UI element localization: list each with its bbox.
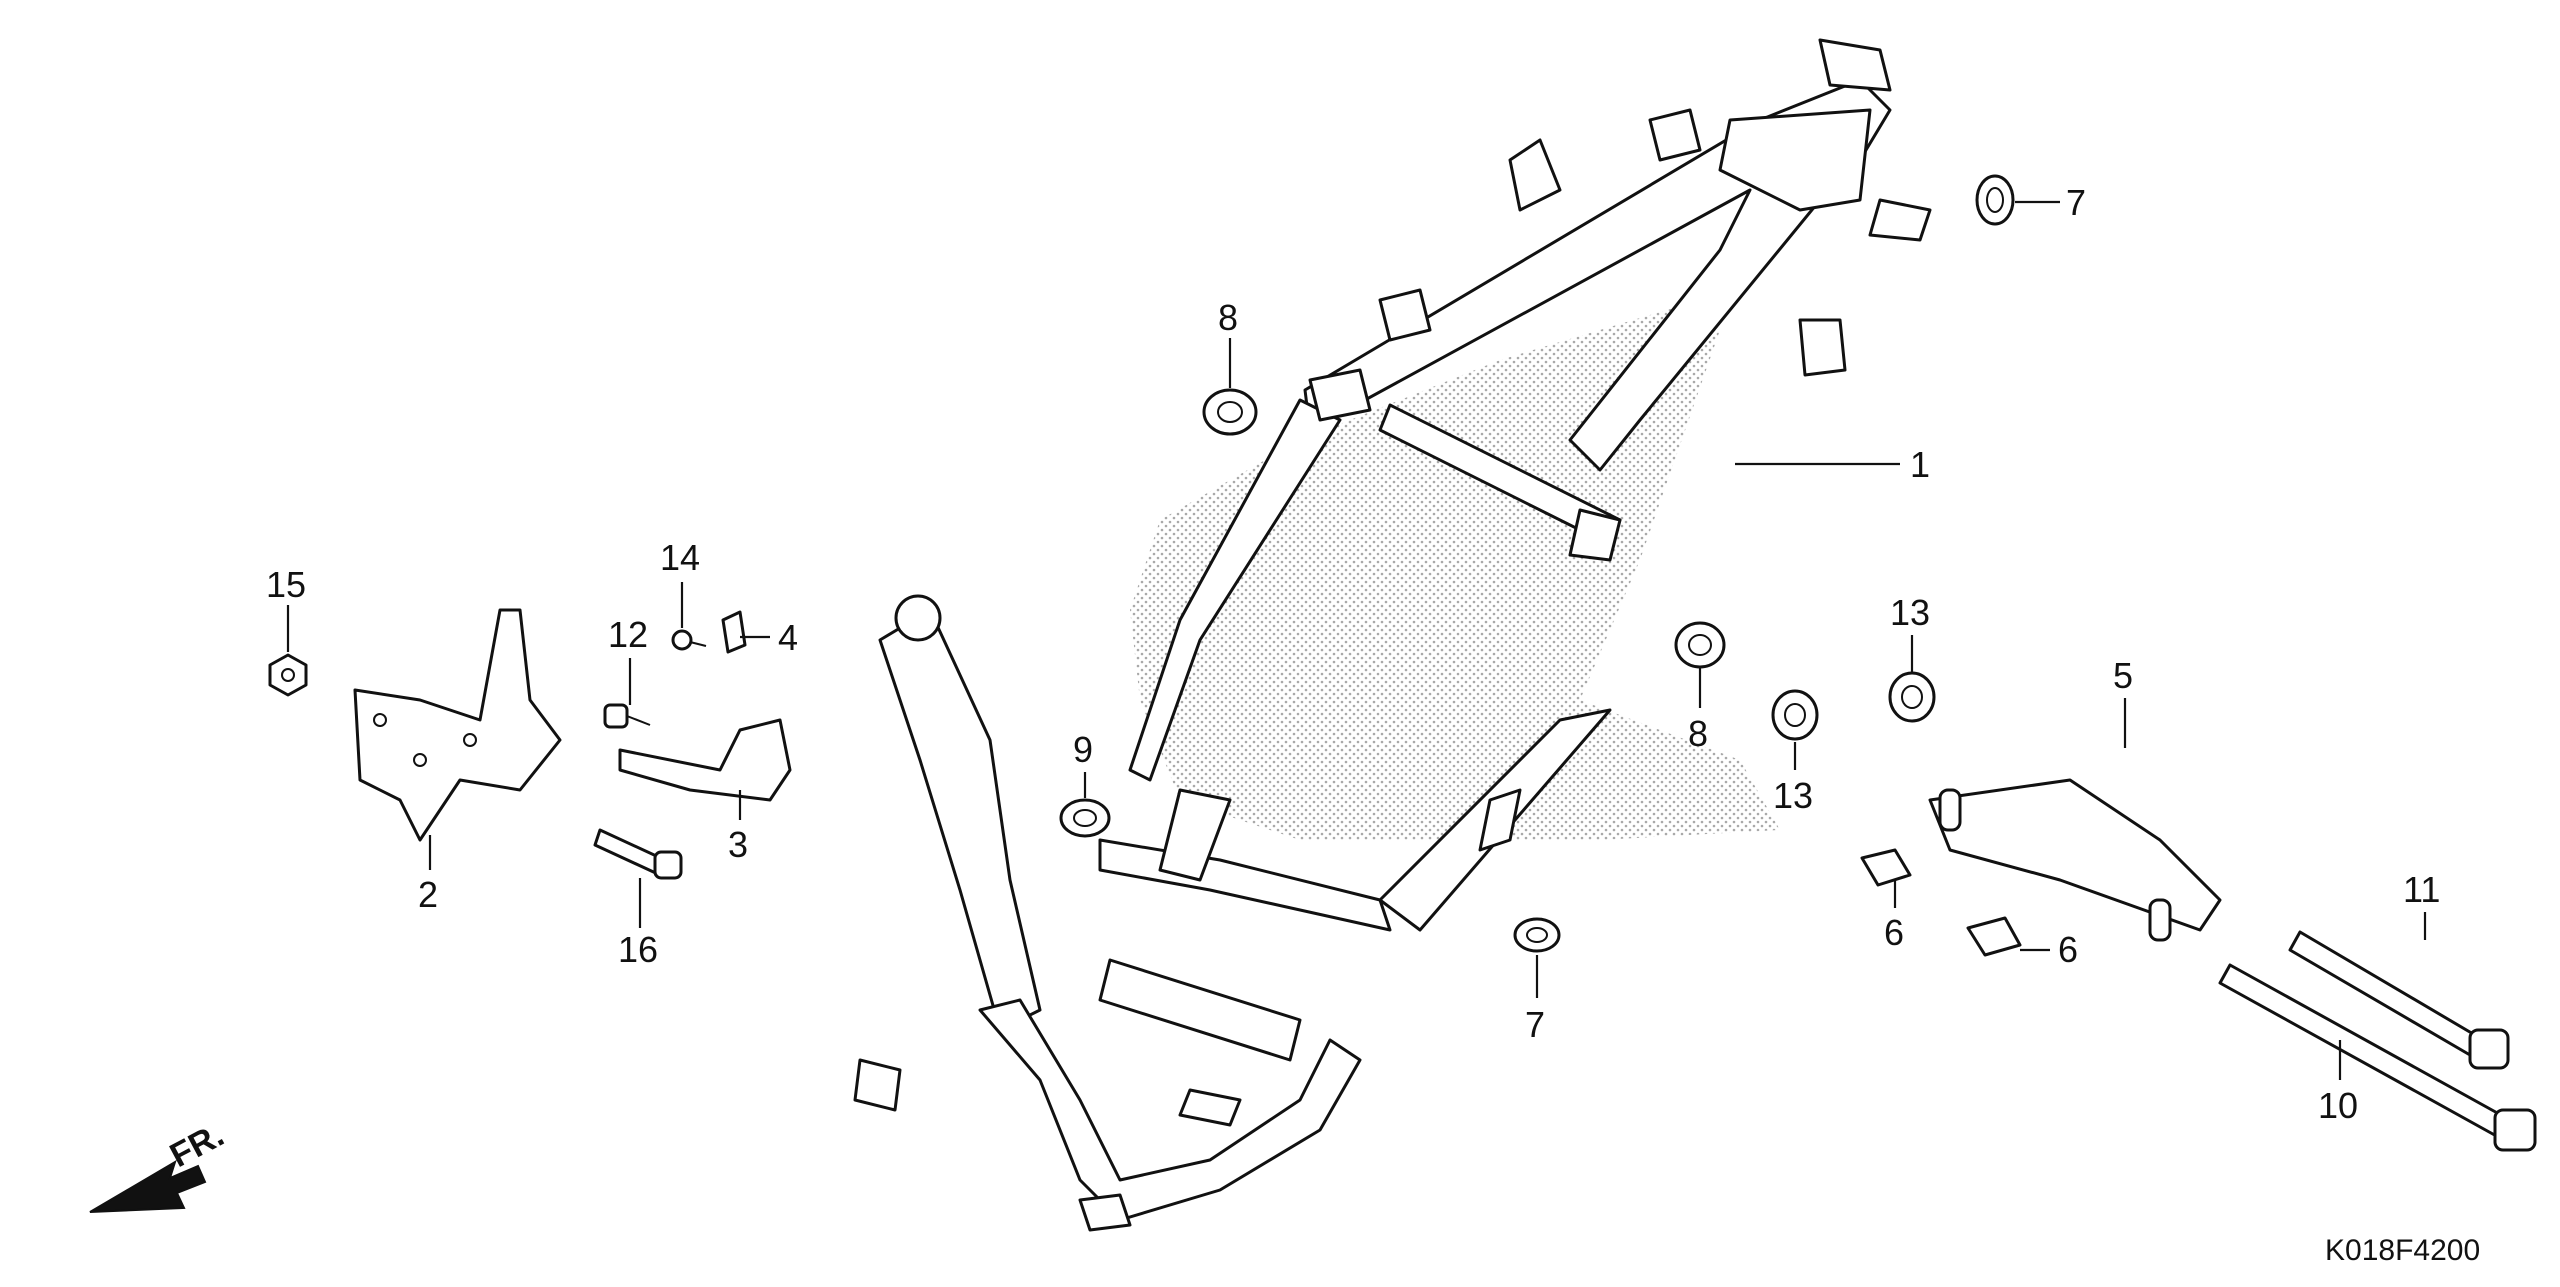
clip-part-4: [721, 610, 747, 654]
callout-12: 12: [608, 614, 648, 655]
stopper-part-6a: [1860, 848, 1912, 887]
bolt-part-10: [2218, 963, 2537, 1152]
callout-15: 15: [266, 564, 306, 605]
callout-16: 16: [618, 929, 658, 970]
callout-5: 5: [2113, 655, 2133, 696]
callout-2: 2: [418, 874, 438, 915]
callout-6a: 6: [1884, 912, 1904, 953]
callout-4: 4: [778, 617, 798, 658]
diagram-code: K018F4200: [2325, 1234, 2480, 1267]
callout-1: 1: [1910, 444, 1930, 485]
engine-hanger-part-5: [1928, 778, 2222, 942]
bracket-part-2: [353, 608, 562, 842]
callout-8b: 8: [1688, 713, 1708, 754]
grommet-part-9: [1059, 798, 1111, 838]
bolt-part-16: [593, 828, 683, 880]
stopper-part-6b: [1966, 916, 2022, 957]
callout-13a: 13: [1773, 775, 1813, 816]
nut-part-15: [268, 653, 308, 697]
grommet-part-8a: [1202, 388, 1258, 436]
grommet-part-7a: [1975, 174, 2015, 226]
callout-7a: 7: [2066, 182, 2086, 223]
callout-7b: 7: [1525, 1004, 1545, 1045]
callout-10: 10: [2318, 1085, 2358, 1126]
bolt-part-11: [2288, 930, 2510, 1070]
grommet-part-7b: [1513, 917, 1561, 953]
screw-part-14: [671, 629, 707, 651]
front-arrow-icon: [89, 1159, 207, 1213]
collar-part-13b: [1888, 671, 1936, 723]
callout-13b: 13: [1890, 592, 1930, 633]
callout-9: 9: [1073, 729, 1093, 770]
bolt-part-12: [603, 703, 651, 729]
callout-11: 11: [2403, 869, 2440, 910]
callout-3: 3: [728, 824, 748, 865]
bracket-part-3: [618, 718, 792, 802]
callout-14: 14: [660, 537, 700, 578]
leader-lines: [286, 200, 2427, 1080]
frame-body: [853, 38, 1932, 1232]
collar-part-13a: [1771, 689, 1819, 741]
callouts: 1 2 3 4 5 6 6 7 7 8 8 9 10 11 12 13 13 1…: [266, 182, 2440, 1126]
callout-8a: 8: [1218, 297, 1238, 338]
front-direction-indicator: FR.: [89, 1116, 230, 1213]
callout-6b: 6: [2058, 929, 2078, 970]
grommet-part-8b: [1674, 621, 1726, 669]
